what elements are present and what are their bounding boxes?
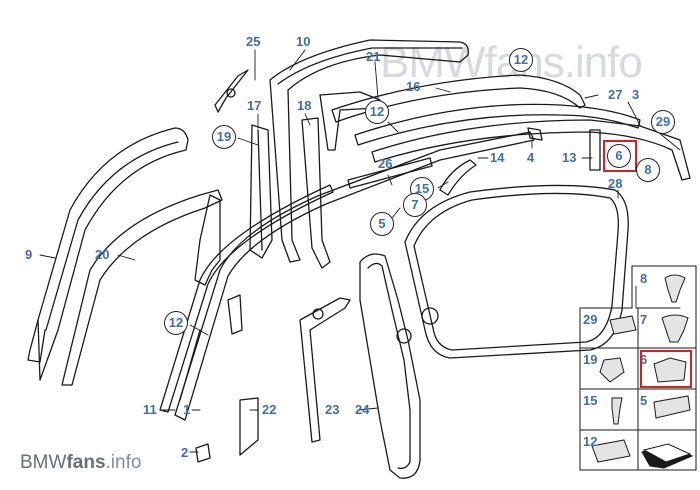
part-18-outline <box>301 117 331 269</box>
parts-grid-frame <box>579 265 697 471</box>
part-11-outline <box>159 184 334 413</box>
grid-label-8: 8 <box>640 271 648 286</box>
grid-label-12: 12 <box>583 434 598 449</box>
callout-5: 5 <box>370 212 394 236</box>
callout-21: 21 <box>366 49 381 64</box>
highlight-grid-6 <box>640 350 692 388</box>
callout-2: 2 <box>181 445 189 460</box>
part-24-outline <box>359 253 421 479</box>
part-23-outline <box>299 297 351 443</box>
callout-7: 7 <box>403 193 427 217</box>
part-28-outline <box>404 184 629 359</box>
callout-8: 8 <box>636 158 660 182</box>
grid-label-6: 6 <box>640 352 648 367</box>
callout-14: 14 <box>490 150 505 165</box>
pillar-clip <box>227 294 243 335</box>
callout-19: 19 <box>212 125 236 149</box>
part-22-outline <box>239 397 259 456</box>
part-1-outline <box>174 131 535 421</box>
part-10-outline <box>269 39 469 263</box>
callout-9: 9 <box>25 247 33 262</box>
part-4-outline <box>527 127 543 141</box>
callout-12-top: 12 <box>509 48 533 72</box>
part-17-outline <box>249 124 273 259</box>
callout-1: 1 <box>183 402 191 417</box>
part-2-outline <box>195 443 211 463</box>
callout-10: 10 <box>296 34 311 49</box>
grid-label-29: 29 <box>583 312 598 327</box>
grid-label-15: 15 <box>583 393 598 408</box>
callout-23: 23 <box>325 402 340 417</box>
part-25-outline <box>214 69 249 113</box>
part-20-outline <box>61 189 223 386</box>
callout-11: 11 <box>143 402 157 417</box>
part-26-outline <box>347 157 433 189</box>
callout-26: 26 <box>378 156 393 171</box>
callout-3: 3 <box>632 87 640 102</box>
logo-fans: fans <box>66 452 106 473</box>
callout-12-left: 12 <box>164 311 188 335</box>
callout-18: 18 <box>297 98 312 113</box>
grid-label-19: 19 <box>583 352 598 367</box>
leader-lines <box>39 49 681 453</box>
callout-17: 17 <box>247 98 262 113</box>
logo-info: .info <box>105 452 142 473</box>
callout-29: 29 <box>651 110 675 134</box>
callout-20: 20 <box>95 247 110 262</box>
callout-12-mid: 12 <box>365 100 389 124</box>
bmwfans-logo: BMWfans.info <box>20 452 141 474</box>
part-13-outline <box>589 129 601 171</box>
logo-bmw: BMW <box>20 452 67 473</box>
callout-22: 22 <box>262 402 277 417</box>
callout-13: 13 <box>562 150 577 165</box>
callout-16: 16 <box>406 79 421 94</box>
callout-27: 27 <box>608 87 623 102</box>
callout-6: 6 <box>607 144 631 168</box>
callout-25: 25 <box>246 34 261 49</box>
grid-label-7: 7 <box>640 312 648 327</box>
callout-28: 28 <box>608 176 623 191</box>
callout-4: 4 <box>527 150 535 165</box>
highlight-box-6 <box>603 140 637 172</box>
callout-24: 24 <box>355 402 370 417</box>
grid-part-icons <box>591 274 694 469</box>
part-21-outline <box>319 91 381 151</box>
part-9-outline <box>27 127 189 381</box>
grid-label-5: 5 <box>640 393 648 408</box>
